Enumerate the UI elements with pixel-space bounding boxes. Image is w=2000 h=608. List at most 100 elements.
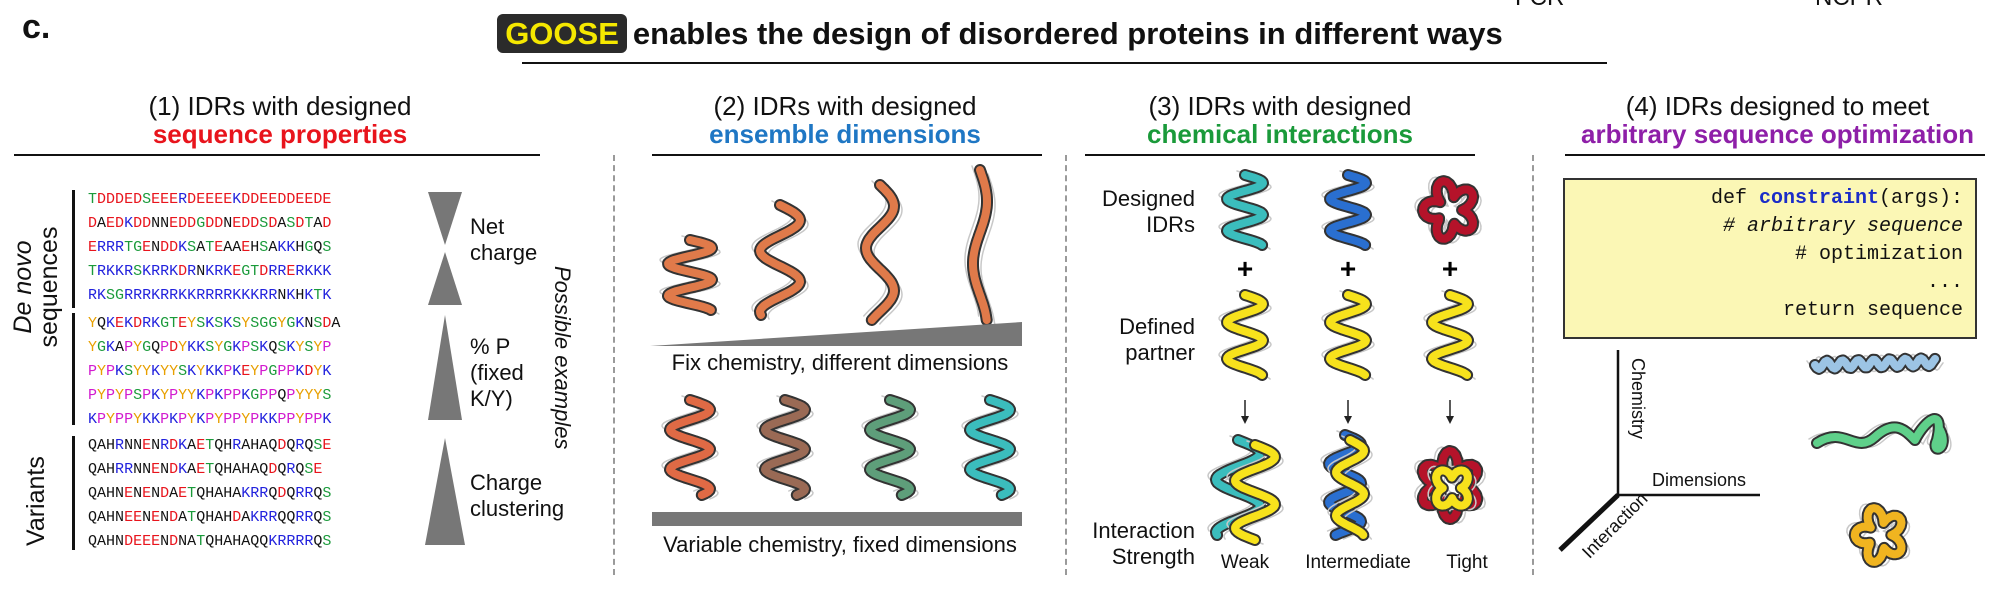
code-line-comment1: # arbitrary sequence xyxy=(1722,215,1963,238)
sequence-line: TDDDEDSEEERDEEEEKDDEEDDEEDE xyxy=(88,191,332,208)
dimension-idr-4 xyxy=(964,164,996,326)
panel1-title: (1) IDRs with designed sequence properti… xyxy=(40,92,520,148)
chemistry-idr-4 xyxy=(961,394,1019,501)
strength-tight: Tight xyxy=(1446,552,1488,573)
possible-examples-label: Possible examples xyxy=(550,266,575,450)
dimension-wedge xyxy=(650,322,1022,346)
axis-chemistry-label: Chemistry xyxy=(1628,358,1648,440)
code-line-def: def constraint(args): xyxy=(1710,187,1963,210)
panel2-title-line2: ensemble dimensions xyxy=(709,119,981,149)
dimension-idr-3 xyxy=(857,179,903,326)
net-charge-triangle-up xyxy=(428,252,462,305)
de-novo-label: De novo sequences xyxy=(9,226,63,348)
sequence-line: TRKKRSKRRKDRNKRKEGTDRRERKKK xyxy=(88,263,332,280)
net-charge-triangle-down xyxy=(428,192,462,245)
plus-sign: + xyxy=(1340,253,1356,284)
plus-sign: + xyxy=(1237,253,1253,284)
panel3-title-line1: (3) IDRs with designed xyxy=(1148,91,1412,121)
bracket-net-charge xyxy=(72,190,75,308)
arrow-head xyxy=(1344,416,1352,424)
arrow-head xyxy=(1446,416,1454,424)
strength-weak: Weak xyxy=(1220,552,1270,573)
code-box: def constraint(args): # arbitrary sequen… xyxy=(1563,178,1977,339)
panel4-title: (4) IDRs designed to meet arbitrary sequ… xyxy=(1555,92,2000,148)
partner-idr-3 xyxy=(1423,289,1477,381)
sequence-line: PYPYPSPKYPYYKPKPPKGPPQPYYYS xyxy=(88,387,332,404)
designed-idr-2 xyxy=(1321,169,1375,251)
bracket-variants xyxy=(72,436,75,550)
divider-2 xyxy=(1065,155,1067,575)
panel4-title-line1: (4) IDRs designed to meet xyxy=(1625,91,1930,121)
complex-tight-partner xyxy=(1427,464,1477,512)
sequence-line: QAHRNNENRDKAETQHRAHAQDQRQSE xyxy=(88,437,332,454)
sequence-line: KPYPPYKKPKPYKPYPPYPKKPPYPPK xyxy=(88,411,332,428)
designed-idr-3 xyxy=(1414,175,1482,245)
code-line-ellipsis: ... xyxy=(1926,271,1963,294)
figure-title-text: enables the design of disordered protein… xyxy=(632,16,1503,51)
code-line-return: return sequence xyxy=(1782,299,1963,322)
optimized-idr-2 xyxy=(1808,413,1952,455)
panel1-title-line2: sequence properties xyxy=(152,119,408,149)
strength-intermediate: Intermediate xyxy=(1305,552,1411,573)
dimension-series xyxy=(659,164,996,326)
bracket-percent-p xyxy=(72,313,75,425)
dimension-idr-2 xyxy=(751,199,809,321)
panel2-caption-top: Fix chemistry, different dimensions xyxy=(671,350,1009,375)
plus-sign: + xyxy=(1442,253,1458,284)
cropped-label-ncpr: NCPR xyxy=(1815,0,1883,12)
chemistry-idr-1 xyxy=(661,394,719,501)
panel1-title-line1: (1) IDRs with designed xyxy=(148,91,412,121)
designed-idr-1 xyxy=(1218,169,1272,251)
cropped-label-fcr: FCR xyxy=(1515,0,1564,12)
panel2-rule xyxy=(652,154,1042,156)
percent-p-triangle xyxy=(428,315,462,420)
partner-idr-1 xyxy=(1218,289,1272,381)
panel-letter: c. xyxy=(22,8,51,46)
optimized-idr-1 xyxy=(1806,352,1944,375)
sequence-line: YQKEKDRKGTEYSKSKSYSGGYGKNSDA xyxy=(88,315,341,332)
sequence-line: QAHRRNNENDKAETQHAHAQDQRQSE xyxy=(88,461,323,478)
sequence-line: RKSGRRRKRRKKRRRRKKKRRNKHKTK xyxy=(88,287,332,304)
panel2-title: (2) IDRs with designed ensemble dimensio… xyxy=(640,92,1050,148)
design-space-axes xyxy=(1558,350,1952,568)
title-underline xyxy=(522,62,1607,64)
panel3-title: (3) IDRs with designed chemical interact… xyxy=(1080,92,1480,148)
complex-int-partner xyxy=(1327,434,1373,541)
panel2-caption-bottom: Variable chemistry, fixed dimensions xyxy=(663,532,1017,557)
goose-badge: GOOSE xyxy=(497,14,627,53)
sequence-line: QAHNENENDAETQHAHAKRRQDQRRQS xyxy=(88,485,332,502)
panel3-title-line2: chemical interactions xyxy=(1147,119,1413,149)
panel2-title-line1: (2) IDRs with designed xyxy=(713,91,977,121)
axis-dimensions-label: Dimensions xyxy=(1652,470,1747,490)
chemistry-idr-2 xyxy=(756,394,814,501)
optimized-idr-3 xyxy=(1846,502,1911,568)
arrow-head xyxy=(1241,416,1249,424)
sequence-line: YGKAPYGQPDYKKSYGKPSKQSKYSYP xyxy=(88,339,332,356)
interaction-grid: + + + xyxy=(1207,169,1486,546)
gradient-triangles xyxy=(425,192,465,545)
panel1-rule xyxy=(14,154,540,156)
complex-weak-partner xyxy=(1226,439,1284,546)
chemistry-idr-3 xyxy=(861,394,919,501)
sequence-line: DAEDKDDNNEDDGDDNEDDSDASDTAD xyxy=(88,215,332,232)
code-line-comment2: # optimization xyxy=(1794,243,1963,266)
sequence-line: QAHNEENENDATQHAHDAKRRQQRRQS xyxy=(88,509,332,526)
chemistry-series xyxy=(661,394,1019,501)
dimension-idr-1 xyxy=(659,234,721,316)
sequence-line: PYPKSYYKYYSKYKKPKEYPGPPKDYK xyxy=(88,363,332,380)
charge-clustering-triangle xyxy=(425,438,465,545)
chemistry-bar xyxy=(652,512,1022,526)
partner-idr-2 xyxy=(1321,289,1375,381)
panel4-rule xyxy=(1565,154,1985,156)
divider-3 xyxy=(1532,155,1534,575)
sequence-line: ERRRTGENDDKSATEAAEHSAKKHGQS xyxy=(88,239,332,256)
panel4-title-line2: arbitrary sequence optimization xyxy=(1581,119,1974,149)
sequence-line: QAHNDEEENDNATQHAHAQQKRRRRQS xyxy=(88,533,332,550)
divider-1 xyxy=(613,155,615,575)
